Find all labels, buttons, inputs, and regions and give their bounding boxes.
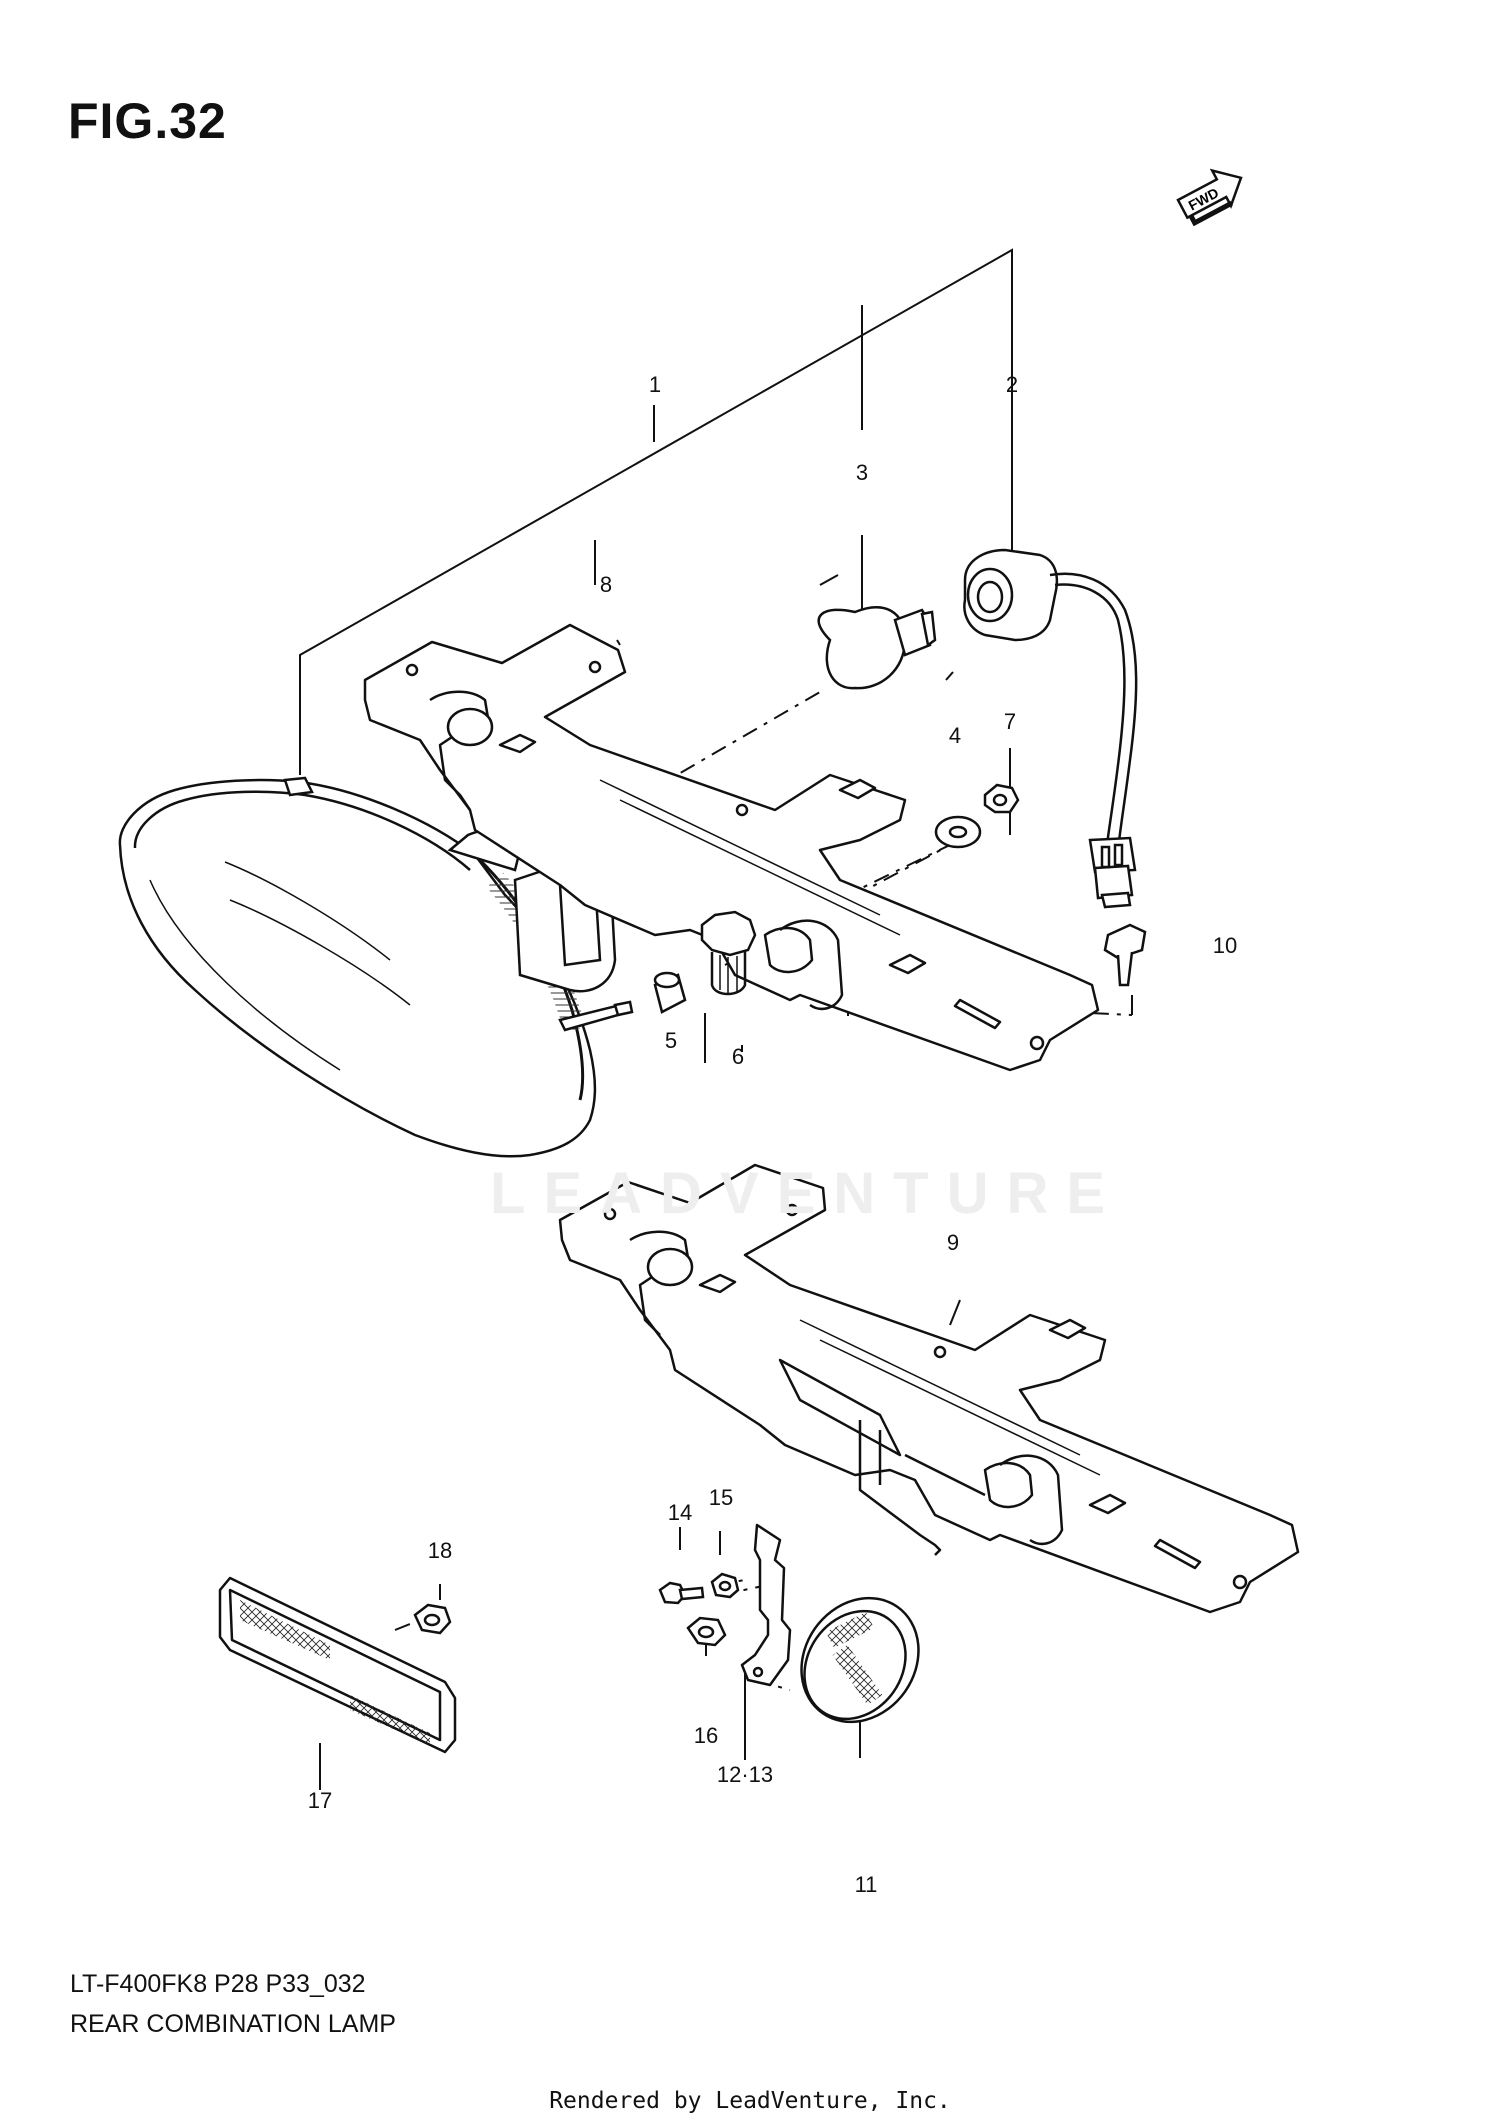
callout-17: 17: [308, 1788, 332, 1813]
washer: [934, 815, 982, 849]
callout-10: 10: [1213, 933, 1237, 958]
callout-6: 6: [732, 1044, 744, 1069]
bulb: [817, 606, 937, 690]
diagram-name: REAR COMBINATION LAMP: [70, 2010, 396, 2038]
callout-11: 11: [855, 1872, 878, 1897]
callout-9: 9: [947, 1230, 959, 1255]
round-reflector: [800, 1596, 920, 1724]
nut-18: [413, 1603, 452, 1635]
grommet-6: [700, 910, 757, 996]
watermark: LEADVENTURE: [490, 1161, 1124, 1226]
bolt-10: [1103, 923, 1147, 987]
callout-2: 2: [1006, 372, 1018, 397]
lower-mounting-bracket: [558, 1163, 1300, 1614]
nut-15: [710, 1572, 740, 1599]
rear-combination-lamp-housing: [118, 776, 634, 1158]
callout-4: 4: [949, 723, 961, 748]
collar-5: [653, 971, 687, 1014]
callout-1: 1: [649, 372, 661, 397]
callout-12-13: 12·13: [717, 1762, 773, 1787]
callout-7: 7: [1004, 709, 1016, 734]
callout-8: 8: [600, 572, 612, 597]
callout-16: 16: [694, 1723, 718, 1748]
rectangular-reflector: [218, 1576, 457, 1754]
callout-14: 14: [668, 1500, 692, 1525]
fwd-arrow-icon: FWD: [1176, 168, 1243, 227]
render-credit: Rendered by LeadVenture, Inc.: [549, 2088, 951, 2114]
nut-16: [686, 1616, 727, 1647]
callout-5: 5: [665, 1028, 677, 1053]
upper-mounting-bracket: [363, 623, 1100, 1072]
figure-title: FIG.32: [68, 93, 227, 149]
callout-labels: 1 2 3 4 5 6 7 8 9 10 11 12·13 14 15 16 1…: [308, 372, 1237, 1897]
screw-14: [658, 1581, 705, 1605]
callout-18: 18: [428, 1538, 452, 1563]
socket-harness: [963, 548, 1138, 909]
reflector-bracket: [740, 1523, 792, 1687]
callout-3: 3: [856, 460, 868, 485]
nut-7: [983, 783, 1020, 814]
callout-15: 15: [709, 1485, 733, 1510]
model-code: LT-F400FK8 P28 P33_032: [70, 1970, 366, 1998]
